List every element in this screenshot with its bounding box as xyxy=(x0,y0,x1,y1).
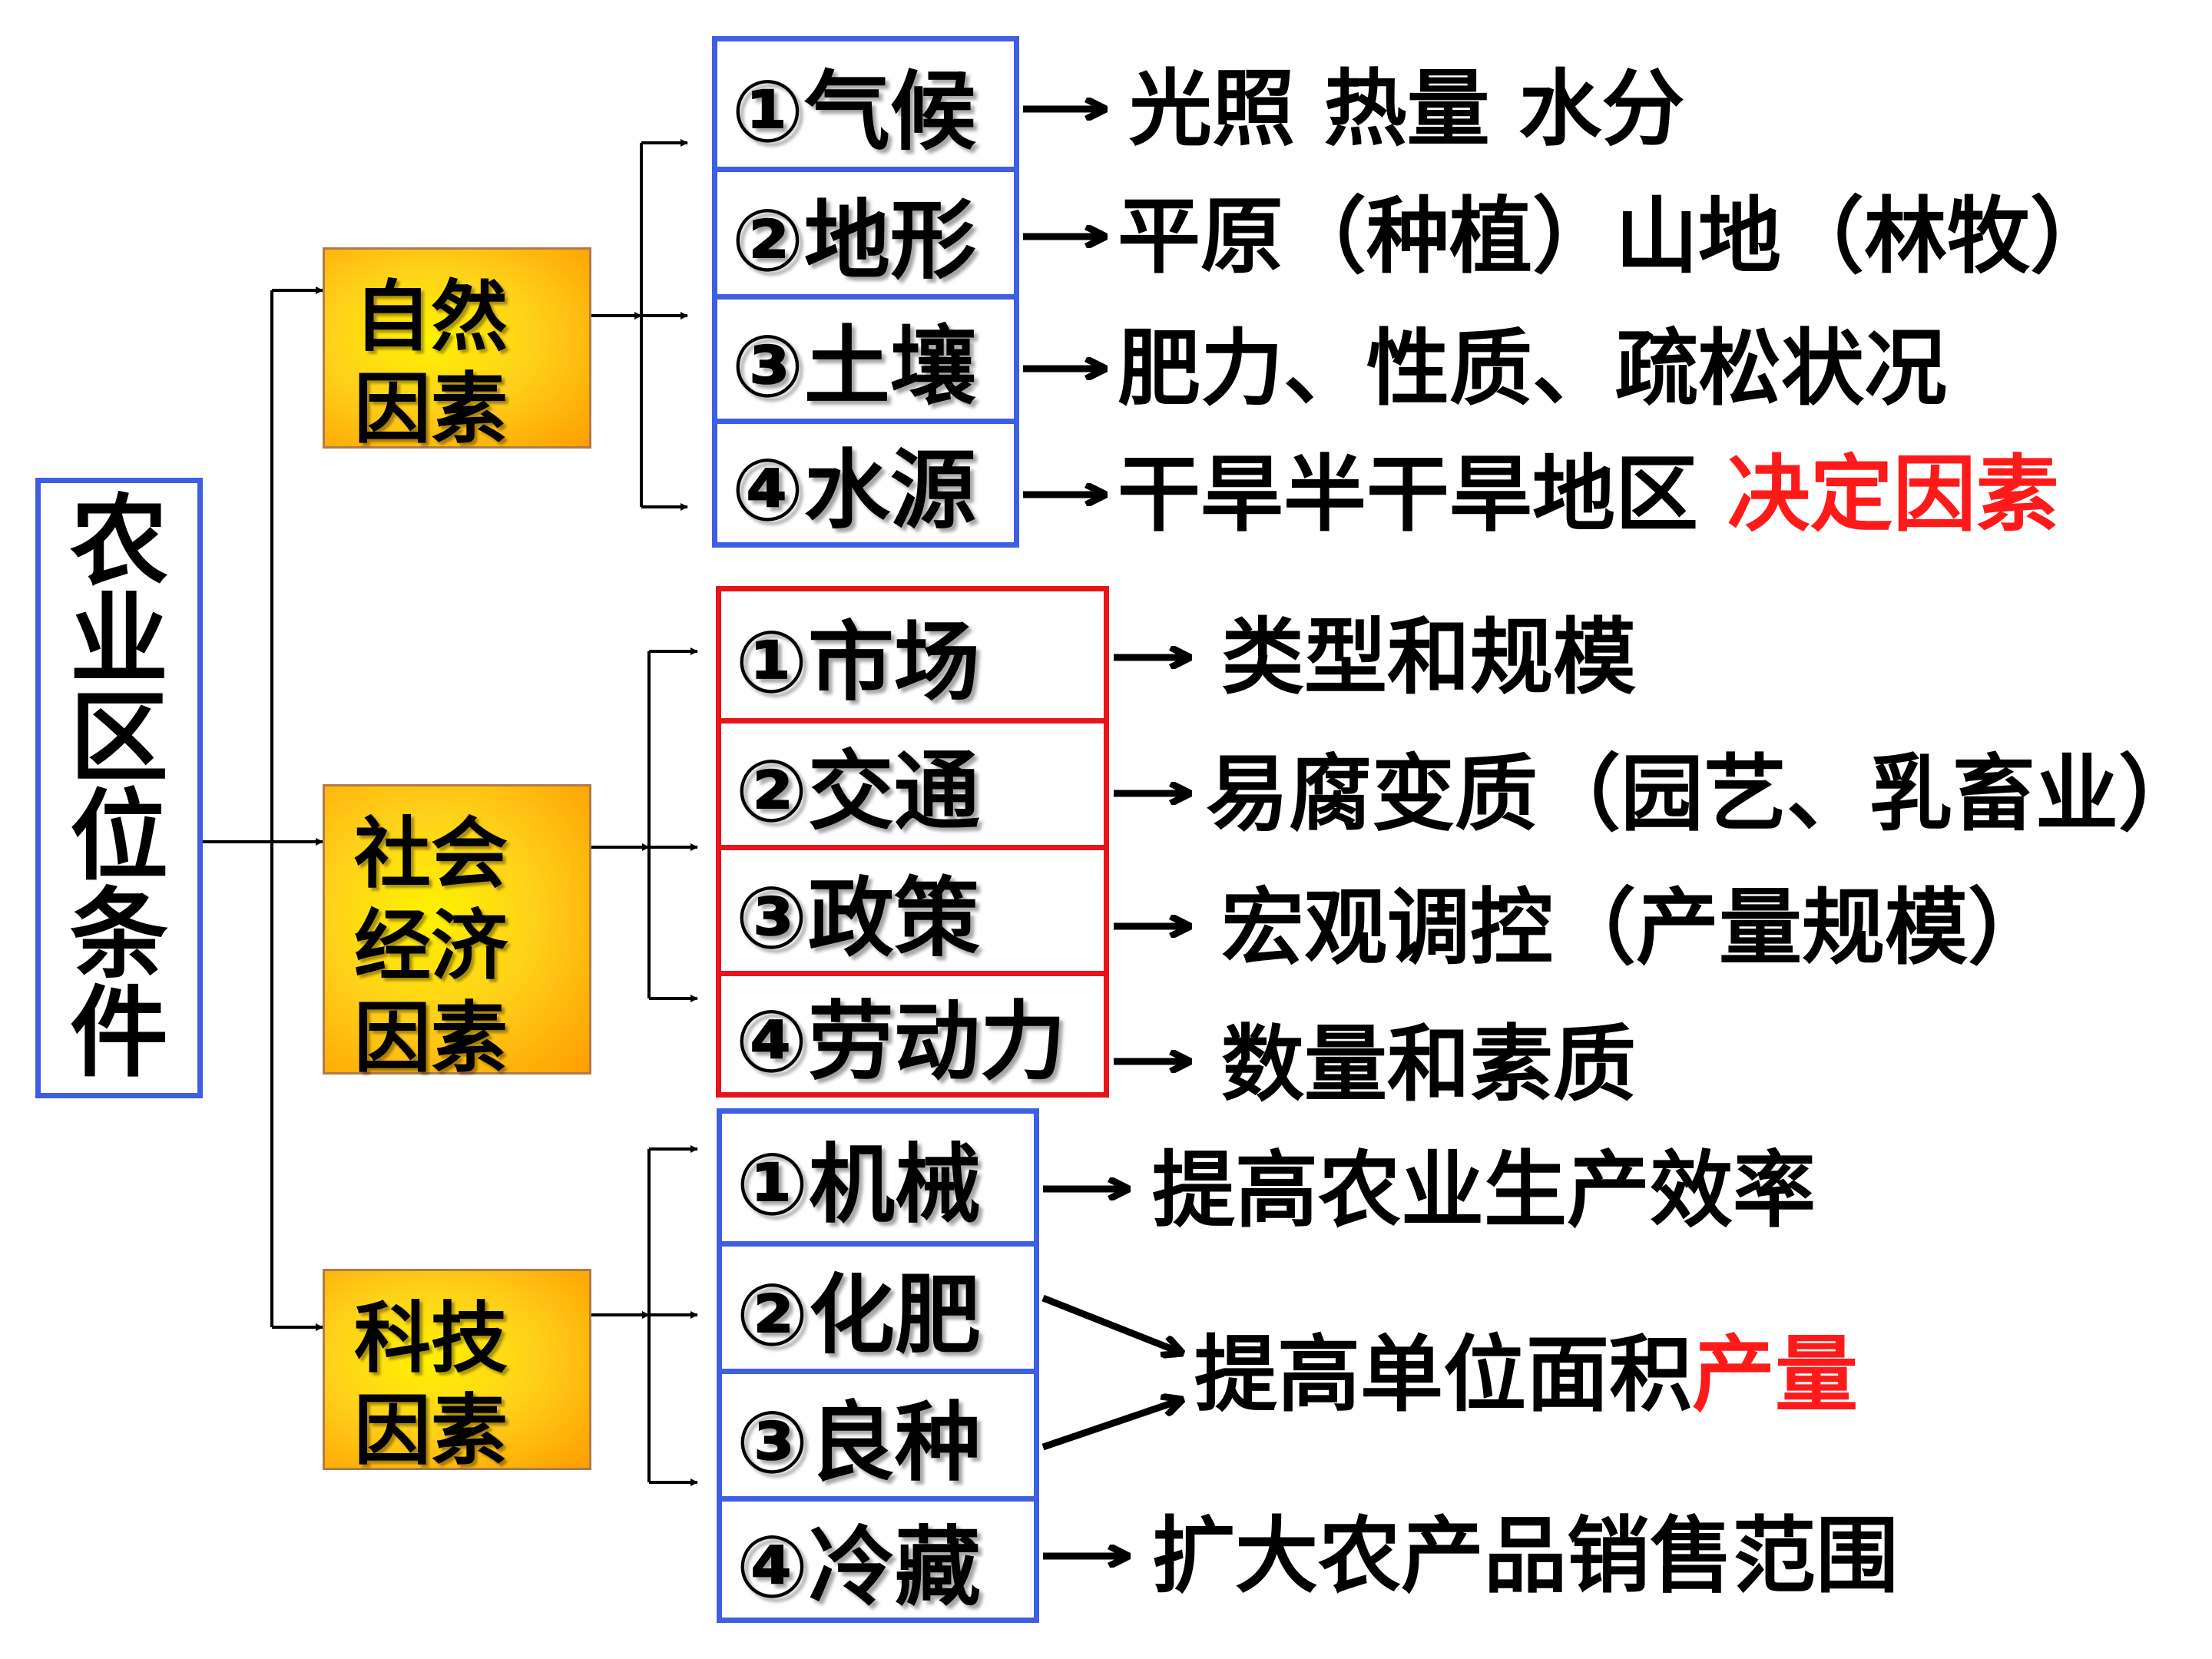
category-line: 自然 xyxy=(354,272,508,362)
root-char: 业 xyxy=(69,583,168,697)
desc-water-text: 干旱半干旱地区 xyxy=(1118,447,1727,543)
item-terrain: ②地形 xyxy=(717,167,1014,294)
item-soil: ③土壤 xyxy=(717,294,1014,419)
category-line: 科技 xyxy=(354,1293,508,1383)
category-line: 经济 xyxy=(354,901,508,991)
category-social-economic: 社会 经济 因素 xyxy=(323,784,591,1083)
item-climate: ①气候 xyxy=(731,61,976,162)
root-char: 区 xyxy=(69,681,168,796)
item-transport: ②交通 xyxy=(721,718,1104,845)
root-char: 农 xyxy=(69,485,168,599)
category-technology: 科技 因素 xyxy=(323,1269,591,1475)
desc-fert-seed-highlight: 产量 xyxy=(1692,1327,1859,1423)
root-char: 条 xyxy=(69,878,168,992)
desc-soil: 肥力、性质、疏松状况 xyxy=(1118,321,1948,417)
category-line: 因素 xyxy=(354,993,508,1083)
category-line: 因素 xyxy=(354,1386,508,1475)
desc-market: 类型和规模 xyxy=(1221,610,1637,706)
item-machinery: ①机械 xyxy=(736,1135,981,1235)
desc-fert-seed-text: 提高单位面积 xyxy=(1194,1327,1693,1423)
item-policy: ③政策 xyxy=(721,845,1104,971)
desc-water-highlight: 决定因素 xyxy=(1727,447,2059,543)
desc-labor: 数量和素质 xyxy=(1221,1017,1637,1113)
item-market: ①市场 xyxy=(735,612,980,713)
item-labor: ④劳动力 xyxy=(721,971,1104,1092)
natural-factors-group: ①气候 ②地形 ③土壤 ④水源 xyxy=(712,36,1019,548)
item-cold-storage: ④冷藏 xyxy=(722,1496,1034,1618)
item-seeds: ③良种 xyxy=(722,1369,1034,1496)
desc-fert-seed: 提高单位面积产量 xyxy=(1194,1326,1858,1426)
desc-machinery: 提高农业生产效率 xyxy=(1152,1143,1816,1239)
category-line: 社会 xyxy=(354,809,508,899)
social-factors-group: ①市场 ②交通 ③政策 ④劳动力 xyxy=(716,586,1109,1098)
tech-factors-group: ①机械 ②化肥 ③良种 ④冷藏 xyxy=(717,1108,1039,1623)
root-node: 农 业 区 位 条 件 xyxy=(35,478,203,1098)
desc-climate: 光照 热量 水分 xyxy=(1129,61,1685,157)
category-line: 因素 xyxy=(354,364,508,454)
root-char: 位 xyxy=(69,780,168,894)
desc-water: 干旱半干旱地区 决定因素 xyxy=(1118,445,2059,545)
item-fertilizer: ②化肥 xyxy=(722,1241,1034,1369)
category-natural: 自然 因素 xyxy=(323,247,591,454)
desc-cold-storage: 扩大农产品销售范围 xyxy=(1152,1508,1899,1604)
root-char: 件 xyxy=(69,976,168,1091)
desc-policy: 宏观调控（产量规模） xyxy=(1221,880,2051,976)
desc-transport: 易腐变质（园艺、乳畜业） xyxy=(1206,747,2202,843)
item-water: ④水源 xyxy=(717,419,1014,542)
desc-terrain: 平原（种植）山地（林牧） xyxy=(1118,189,2114,285)
